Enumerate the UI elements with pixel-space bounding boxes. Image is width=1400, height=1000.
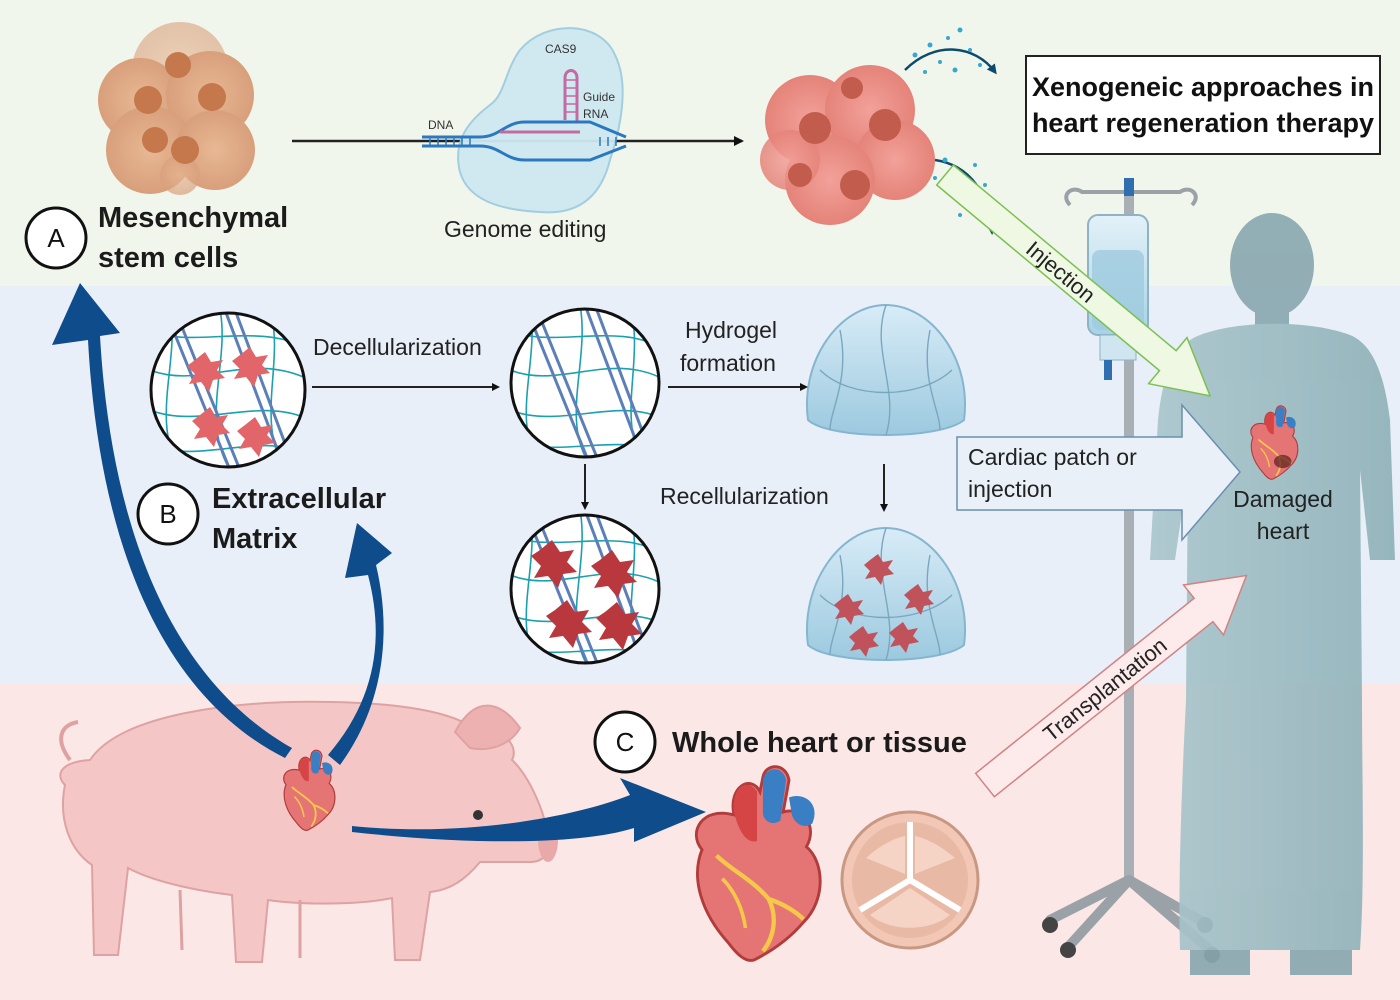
cas9-complex-icon: CAS9 Guide RNA DNA bbox=[422, 27, 627, 214]
diagram-title-line1: Xenogeneic approaches in bbox=[1031, 72, 1375, 102]
ecm-circle-decellularized-icon bbox=[509, 307, 661, 459]
mesenchymal-cell-cluster-icon bbox=[98, 22, 255, 195]
arrow-pig-to-ecm bbox=[328, 523, 392, 765]
section-c-badge bbox=[593, 710, 657, 774]
damaged-heart-label-line2: heart bbox=[1257, 518, 1310, 544]
arrow-pig-to-msc bbox=[52, 283, 292, 758]
guide-rna-label-line2: RNA bbox=[583, 107, 608, 121]
hydrogel-formation-label-line1: Hydrogel bbox=[685, 317, 777, 343]
section-b-letter: B bbox=[159, 499, 176, 529]
cardiac-patch-label-line1: Cardiac patch or bbox=[968, 444, 1137, 470]
hydrogel-formation-label-line2: formation bbox=[680, 350, 776, 376]
diagram-title-box: Xenogeneic approaches in heart regenerat… bbox=[1025, 55, 1381, 155]
damaged-heart-icon bbox=[1250, 404, 1299, 481]
hydrogel-dome-icon bbox=[806, 303, 966, 436]
section-a-heading-line1: Mesenchymal bbox=[98, 202, 288, 234]
section-b-heading-line1: Extracellular bbox=[212, 483, 386, 515]
ecm-circle-recellularized-icon bbox=[509, 513, 661, 665]
recellularization-label: Recellularization bbox=[660, 483, 829, 509]
ecm-circle-with-cells-icon bbox=[149, 311, 307, 469]
section-a-letter: A bbox=[47, 223, 65, 253]
section-c-letter: C bbox=[616, 727, 635, 757]
heart-valve-icon bbox=[840, 810, 980, 950]
diagram-title-line2: heart regeneration therapy bbox=[1031, 108, 1375, 138]
guide-rna-label-line1: Guide bbox=[583, 90, 615, 104]
section-b-heading-line2: Matrix bbox=[212, 523, 297, 555]
decellularization-label: Decellularization bbox=[313, 334, 482, 360]
genome-editing-label: Genome editing bbox=[444, 216, 606, 242]
section-a-heading-line2: stem cells bbox=[98, 242, 238, 274]
arrow-pig-to-whole-heart bbox=[352, 778, 706, 842]
section-a-badge bbox=[24, 206, 88, 270]
cardiac-patch-label-line2: injection bbox=[968, 476, 1052, 502]
dna-label: DNA bbox=[428, 118, 453, 132]
edited-cell-cluster-icon bbox=[760, 27, 997, 235]
section-c-heading: Whole heart or tissue bbox=[672, 727, 967, 759]
cas9-label: CAS9 bbox=[545, 42, 577, 56]
section-b-badge bbox=[136, 482, 200, 546]
cardiac-patch-arrow bbox=[956, 402, 1241, 543]
hydrogel-dome-recellularized-icon bbox=[806, 526, 966, 661]
damaged-heart-label-line1: Damaged bbox=[1233, 486, 1333, 512]
